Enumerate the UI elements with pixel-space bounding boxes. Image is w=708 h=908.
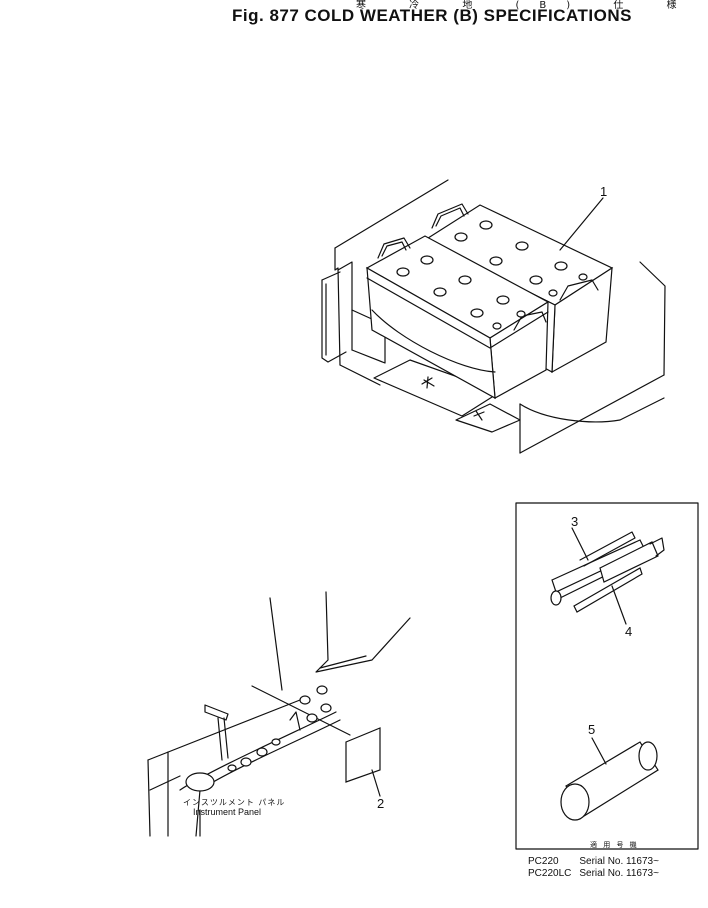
instrument-panel-drawing <box>147 591 411 837</box>
callout-1: 1 <box>600 184 608 199</box>
callout-5: 5 <box>588 722 596 737</box>
figure-title-japanese: 寒 冷 地 (B) 仕 様 <box>356 0 697 11</box>
figure-title: Fig. 877 COLD WEATHER (B) SPECIFICATIONS <box>232 6 632 25</box>
model-name: PC220LC <box>528 868 572 879</box>
serial-range: Serial No. 11673~ <box>579 856 659 867</box>
applicability-row: PC220 Serial No. 11673~ <box>528 856 667 868</box>
leader-line-2 <box>371 769 381 797</box>
callout-4: 4 <box>625 624 633 639</box>
model-name: PC220 <box>528 856 559 867</box>
leader-line-3 <box>571 527 589 561</box>
instrument-panel-label-japanese: インスツルメント パネル <box>183 798 286 807</box>
leader-line-4 <box>611 585 627 625</box>
tool-box-drawing <box>515 502 699 850</box>
applicability-row: PC220LC Serial No. 11673~ <box>528 868 667 880</box>
applicability-table: PC220 Serial No. 11673~ PC220LC Serial N… <box>528 856 667 880</box>
instrument-panel-label: Instrument Panel <box>193 807 262 817</box>
callout-3: 3 <box>571 514 579 529</box>
leader-line-5 <box>591 737 607 765</box>
applicability-header: 適 用 号 機 <box>590 841 639 849</box>
battery-compartment-drawing <box>321 179 666 454</box>
serial-range: Serial No. 11673~ <box>579 868 659 879</box>
callout-2: 2 <box>377 796 385 811</box>
leader-line-1 <box>559 197 604 251</box>
